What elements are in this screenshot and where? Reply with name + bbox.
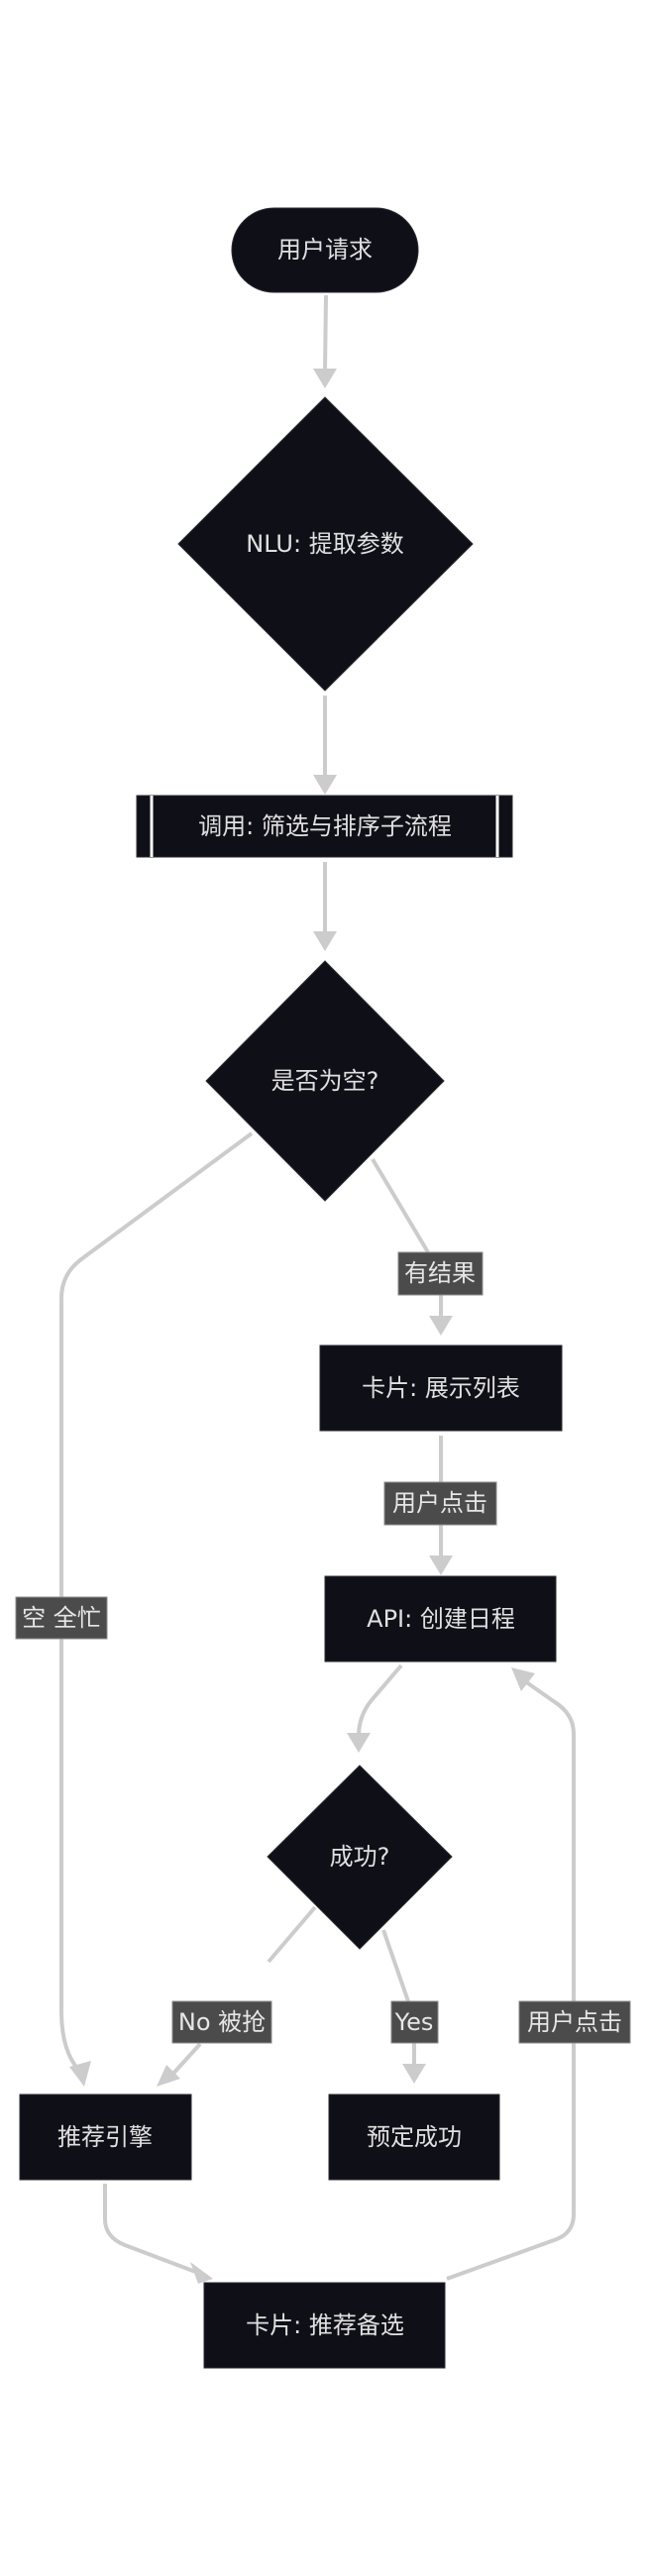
node-label: 调用: 筛选与排序子流程 bbox=[198, 812, 452, 840]
edge-label-bg bbox=[171, 2000, 272, 2044]
edge-label-user-click: 用户点击 bbox=[383, 1481, 497, 1526]
edge-line bbox=[59, 1131, 254, 2073]
node-label: 卡片: 展示列表 bbox=[362, 1374, 520, 1402]
edge-empty-to-list bbox=[371, 1157, 453, 1336]
edge-label-user-click-back: 用户点击 bbox=[518, 2000, 631, 2044]
subroutine-shape bbox=[136, 795, 513, 858]
node-label: 推荐引擎 bbox=[57, 2123, 153, 2151]
edge-engine-to-card bbox=[103, 2184, 213, 2284]
node-label: 是否为空? bbox=[271, 1067, 379, 1095]
arrow-head-icon bbox=[429, 1316, 453, 1336]
edge-line bbox=[446, 1679, 576, 2281]
edge-success-no bbox=[157, 1905, 317, 2087]
edge-line bbox=[168, 1905, 317, 2079]
arrow-head-icon bbox=[313, 369, 337, 388]
edge-line bbox=[371, 1157, 443, 1318]
edge-label-bg bbox=[518, 2000, 631, 2044]
node-label: 卡片: 推荐备选 bbox=[246, 2311, 404, 2339]
rect-shape bbox=[319, 1344, 563, 1432]
edge-success-yes bbox=[381, 1929, 426, 2084]
arrow-head-icon bbox=[190, 2262, 213, 2284]
edge-label-has-result: 有结果 bbox=[397, 1251, 484, 1296]
arrow-head-icon bbox=[313, 775, 337, 795]
diamond-shape bbox=[267, 1765, 453, 1950]
arrow-head-icon bbox=[69, 2061, 91, 2087]
edge-nlu-to-subflow bbox=[313, 696, 337, 795]
arrow-head-icon bbox=[402, 2064, 426, 2084]
edge-label-empty-busy: 空 全忙 bbox=[15, 1596, 108, 1640]
node-recommend-card[interactable]: 卡片: 推荐备选 bbox=[203, 2282, 446, 2369]
edge-label-bg bbox=[15, 1596, 108, 1640]
edge-label-text: 用户点击 bbox=[527, 2008, 622, 2036]
diamond-shape bbox=[205, 960, 445, 1202]
rect-shape bbox=[324, 1575, 557, 1663]
node-label: 成功? bbox=[330, 1843, 390, 1871]
diamond-shape bbox=[177, 396, 474, 692]
edge-label-text: No 被抢 bbox=[178, 2008, 266, 2036]
node-is-empty[interactable]: 是否为空? bbox=[205, 960, 445, 1202]
edge-label-no-taken: No 被抢 bbox=[171, 2000, 272, 2044]
node-label: 用户请求 bbox=[277, 236, 373, 264]
edge-label-text: 空 全忙 bbox=[22, 1604, 101, 1632]
stadium-shape bbox=[231, 207, 419, 293]
edge-line bbox=[103, 2184, 199, 2275]
rect-shape bbox=[328, 2093, 500, 2181]
rect-shape bbox=[203, 2282, 446, 2369]
edge-label-bg bbox=[383, 1481, 497, 1526]
node-recommend-engine[interactable]: 推荐引擎 bbox=[19, 2093, 192, 2181]
arrow-head-icon bbox=[429, 1556, 453, 1575]
edge-label-bg bbox=[397, 1251, 484, 1296]
node-label: API: 创建日程 bbox=[367, 1605, 515, 1633]
edge-label-text: 用户点击 bbox=[392, 1489, 487, 1517]
edge-line bbox=[381, 1929, 416, 2066]
node-nlu[interactable]: NLU: 提取参数 bbox=[177, 396, 474, 692]
node-create-event[interactable]: API: 创建日程 bbox=[324, 1575, 557, 1663]
arrow-head-icon bbox=[313, 931, 337, 951]
rect-shape bbox=[19, 2093, 192, 2181]
edge-line bbox=[323, 294, 328, 373]
arrow-head-icon bbox=[511, 1667, 535, 1691]
edge-card-to-create bbox=[446, 1667, 576, 2281]
node-show-list[interactable]: 卡片: 展示列表 bbox=[319, 1344, 563, 1432]
edge-label-yes: Yes bbox=[390, 2000, 439, 2044]
arrow-head-icon bbox=[347, 1733, 371, 1753]
edge-create-to-success bbox=[347, 1664, 403, 1753]
edge-subflow-to-empty bbox=[313, 862, 337, 951]
edge-label-text: Yes bbox=[394, 2008, 434, 2036]
edge-label-bg bbox=[390, 2000, 439, 2044]
node-booking-success[interactable]: 预定成功 bbox=[328, 2093, 500, 2181]
node-subflow[interactable]: 调用: 筛选与排序子流程 bbox=[136, 795, 513, 858]
edge-start-to-nlu bbox=[313, 294, 337, 388]
node-label: 预定成功 bbox=[367, 2123, 462, 2151]
node-success-check[interactable]: 成功? bbox=[267, 1765, 453, 1950]
edge-label-text: 有结果 bbox=[404, 1259, 476, 1287]
edge-empty-to-engine bbox=[59, 1131, 254, 2087]
node-start[interactable]: 用户请求 bbox=[231, 207, 419, 293]
arrow-head-icon bbox=[157, 2065, 180, 2087]
edge-line bbox=[357, 1664, 403, 1737]
node-label: NLU: 提取参数 bbox=[246, 530, 403, 558]
